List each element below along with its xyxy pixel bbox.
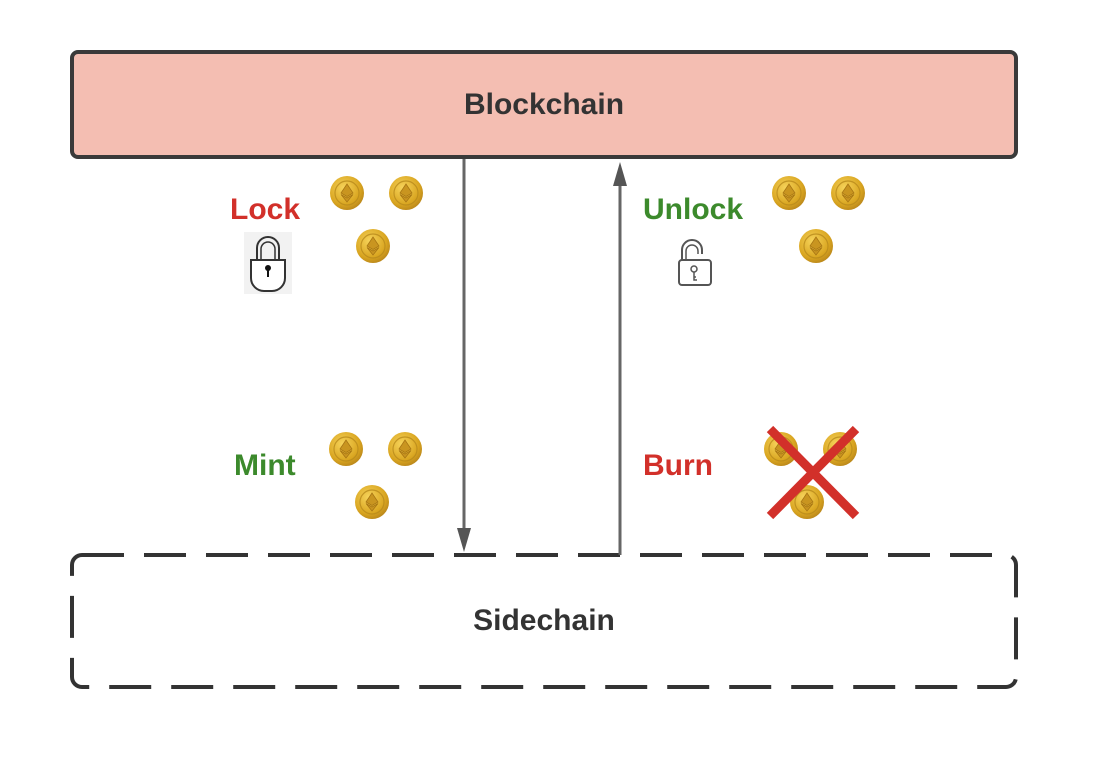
blockchain-box: Blockchain [70,50,1018,159]
sidechain-border [70,553,1018,689]
padlock-closed-icon [244,232,292,294]
coin-icon [772,176,806,210]
coin-icon [330,176,364,210]
coin-icon [355,485,389,519]
coin-icon [388,432,422,466]
burn-label: Burn [643,449,713,482]
coin-icon [831,176,865,210]
blockchain-label: Blockchain [463,87,625,121]
coin-icon [356,229,390,263]
red-x-icon [766,425,860,520]
arrow-down-head [457,528,471,552]
coin-icon [389,176,423,210]
sidechain-box: Sidechain [70,553,1018,689]
arrow-up-head [613,162,627,186]
coin-icon [329,432,363,466]
padlock-open-icon [678,239,712,286]
mint-label: Mint [234,449,296,482]
unlock-label: Unlock [643,193,744,226]
lock-label: Lock [230,193,301,226]
coin-icon [764,432,798,466]
sidechain-label: Sidechain [473,604,615,637]
coin-icon [799,229,833,263]
